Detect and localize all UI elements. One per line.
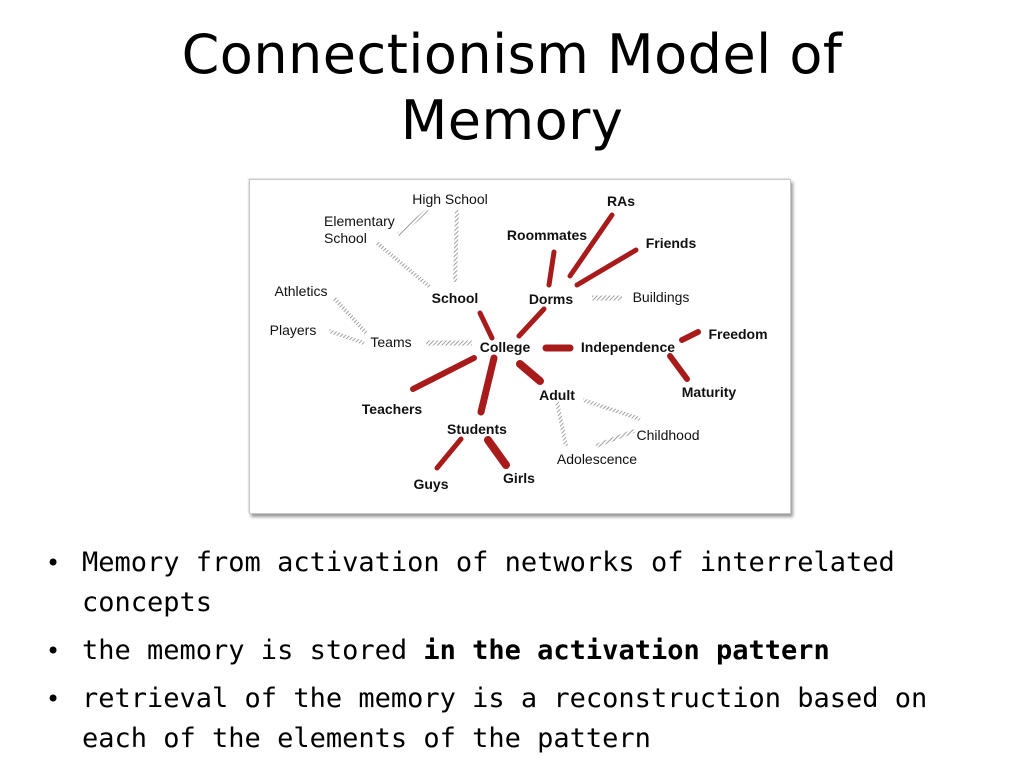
node-girls: Girls <box>503 470 535 486</box>
node-adult: Adult <box>539 387 575 403</box>
slide-title: Connectionism Model of Memory <box>0 22 1024 154</box>
node-ras: RAs <box>607 193 635 209</box>
bullet-list: Memory from activation of networks of in… <box>42 543 1002 767</box>
edge-adolescence-childhood <box>595 429 635 448</box>
node-adolescence: Adolescence <box>557 451 637 467</box>
node-teachers: Teachers <box>362 401 423 417</box>
node-athletics: Athletics <box>275 283 328 299</box>
edge-college-adult <box>516 360 544 385</box>
edge-dorms-ras <box>567 212 615 279</box>
node-teams: Teams <box>370 334 411 350</box>
edge-independence-freedom <box>679 329 701 343</box>
slide-title-line-2: Memory <box>400 89 624 152</box>
node-school: School <box>432 290 479 306</box>
slide-title-line-1: Connectionism Model of <box>181 23 843 86</box>
edge-college-teachers <box>410 355 477 392</box>
bullet-item-3: retrieval of the memory is a reconstruct… <box>42 679 1002 759</box>
node-independence: Independence <box>581 339 675 355</box>
node-friends: Friends <box>646 235 697 251</box>
edge-students-guys <box>434 436 464 471</box>
edge-school-high_school <box>453 209 459 283</box>
edge-adult-childhood <box>582 398 641 421</box>
bullet-text-1: Memory from activation of networks of in… <box>82 547 895 618</box>
bullet-text-3: retrieval of the memory is a reconstruct… <box>82 683 928 754</box>
bullet-item-1: Memory from activation of networks of in… <box>42 543 1002 623</box>
node-childhood: Childhood <box>636 427 699 443</box>
node-guys: Guys <box>413 476 448 492</box>
node-buildings: Buildings <box>633 289 690 305</box>
edge-dorms-roommates <box>546 249 557 288</box>
edge-college-school <box>477 310 495 341</box>
node-freedom: Freedom <box>708 326 767 342</box>
bullet-text-2: the memory is stored <box>82 635 424 666</box>
edge-independence-maturity <box>667 353 690 382</box>
edge-teams-players <box>328 329 365 345</box>
edge-adult-adolescence <box>555 401 568 447</box>
bullet-text-2-bold: in the activation pattern <box>423 635 830 666</box>
bullet-item-2: the memory is stored in the activation p… <box>42 631 1002 671</box>
edge-teams-athletics <box>332 296 369 336</box>
edge-college-dorms <box>516 306 547 339</box>
edge-school-elementary <box>375 241 432 289</box>
node-players: Players <box>270 322 317 338</box>
node-maturity: Maturity <box>682 384 737 400</box>
node-students: Students <box>447 421 507 437</box>
node-college: College <box>480 339 531 355</box>
edge-dorms-friends <box>574 247 639 288</box>
node-high-school: High School <box>412 191 488 207</box>
edge-college-students <box>477 354 498 416</box>
node-dorms: Dorms <box>529 291 574 307</box>
edge-students-girls <box>484 436 510 469</box>
node-roommates: Roommates <box>507 227 587 243</box>
edge-elementary-high_school <box>396 208 430 237</box>
